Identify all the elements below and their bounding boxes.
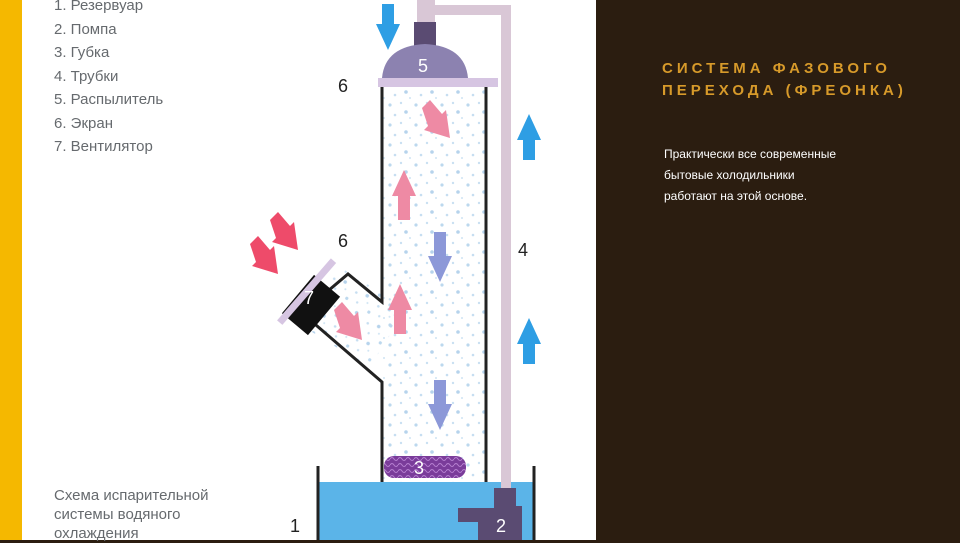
diagram-caption: Схема испарительной системы водяного охл… [54,487,209,542]
label-sprayer: 5 [418,56,428,76]
screen-top [378,78,498,87]
legend-item: 3. Губка [54,44,110,61]
arrow-blue-up-1 [517,114,541,160]
sprayer-neck [414,22,436,48]
fan [281,274,341,336]
label-screen-top: 6 [338,76,348,96]
diagram-panel: 6 5 6 7 4 3 1 2 1. Резервуар 2. Помпа 3.… [22,0,596,542]
legend-item: 1. Резервуар [54,0,144,14]
slide-title: СИСТЕМА ФАЗОВОГО ПЕРЕХОДА (ФРЕОНКА) [662,60,907,99]
arrow-blue-down-2 [428,380,452,430]
cooling-diagram: 6 5 6 7 4 3 1 2 [250,0,541,540]
arrow-blue-incoming [376,4,400,50]
arrow-pink-in-2 [250,236,278,274]
arrow-blue-down-1 [428,232,452,282]
label-pump: 2 [496,516,506,536]
accent-stripe [0,0,22,540]
legend-item: 7. Вентилятор [54,138,153,155]
legend-item: 6. Экран [54,114,113,132]
legend-list: 1. Резервуар 2. Помпа 3. Губка 4. Трубки… [54,0,163,159]
column-interior [382,86,486,482]
label-tubes: 4 [518,240,528,260]
arrow-blue-up-2 [517,318,541,364]
slide-body: Практически все современные бытовые холо… [664,147,837,203]
pump [458,488,522,540]
label-reservoir: 1 [290,516,300,536]
arrow-pink-in-3 [334,302,362,340]
sponge [384,456,466,478]
screen-side [277,258,337,325]
reservoir-wall [316,466,536,540]
legend-item: 4. Трубки [54,67,119,85]
arrow-pink-up-1 [392,170,416,220]
label-sponge: 3 [414,458,424,478]
legend-item: 5. Распылитель [54,91,164,108]
text-panel: СИСТЕМА ФАЗОВОГО ПЕРЕХОДА (ФРЕОНКА) Прак… [596,0,960,540]
label-screen-side: 6 [338,231,348,251]
arrow-pink-down [422,100,450,138]
label-fan: 7 [304,288,314,308]
tube-pipe-top [417,0,435,24]
arrow-pink-up-2 [388,284,412,334]
arrow-pink-in-1 [270,212,298,250]
legend-item: 2. Помпа [54,20,117,38]
sprayer-head [382,44,468,78]
